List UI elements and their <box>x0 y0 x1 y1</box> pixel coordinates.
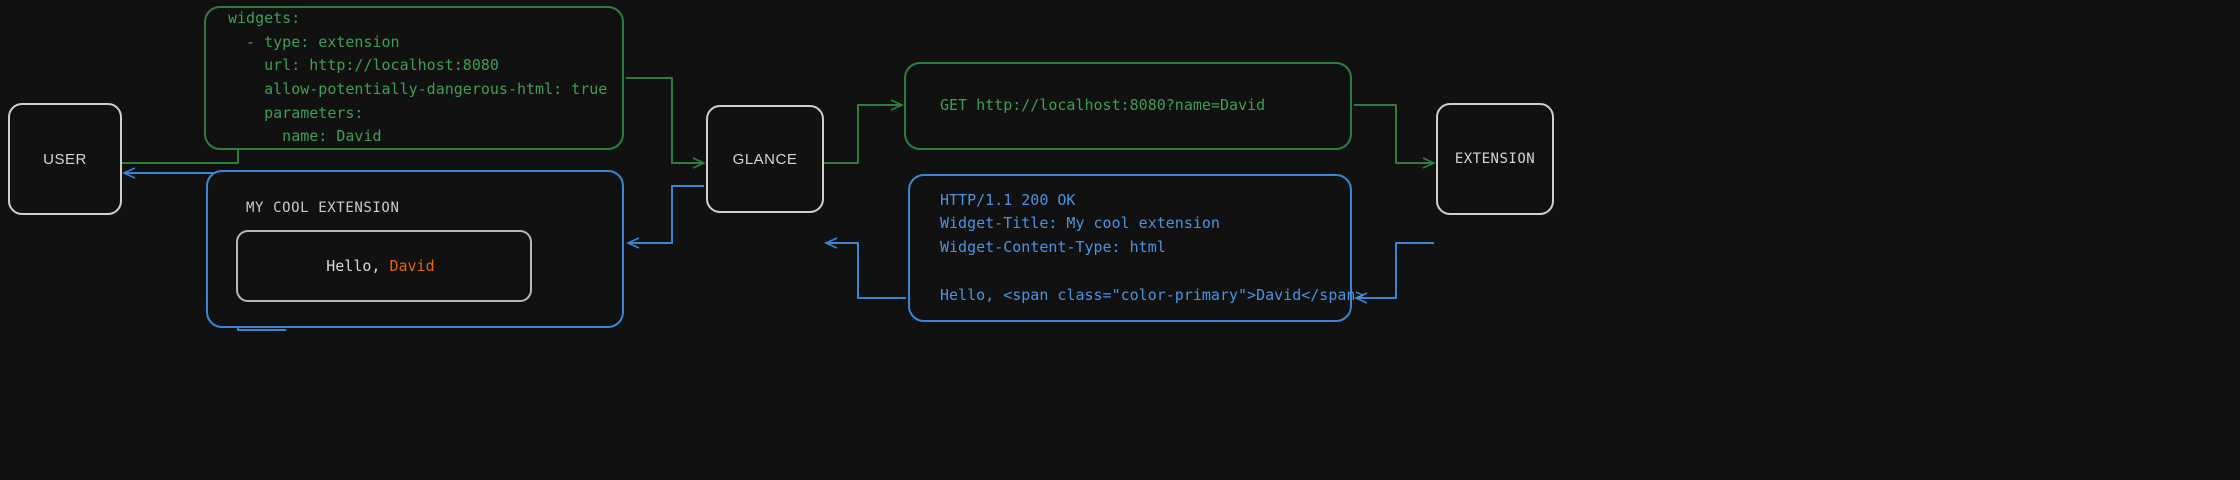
http-request-text: GET http://localhost:8080?name=David <box>940 96 1266 115</box>
rendered-widget-title: MY COOL EXTENSION <box>246 200 400 216</box>
config-yaml-text: widgets: - type: extension url: http://l… <box>228 8 608 146</box>
http-response-text: HTTP/1.1 200 OK Widget-Title: My cool ex… <box>940 190 1365 304</box>
bubble-config[interactable]: widgets: - type: extension url: http://l… <box>204 6 624 150</box>
rendered-widget-frame: Hello, David <box>236 230 532 302</box>
edge-extension-to-http-response <box>1354 242 1434 304</box>
node-user[interactable]: USER <box>8 103 122 215</box>
edge-http-request-to-extension <box>1354 104 1436 169</box>
node-glance-label: GLANCE <box>732 150 798 168</box>
bubble-http-request[interactable]: GET http://localhost:8080?name=David <box>904 62 1352 150</box>
bubble-http-response[interactable]: HTTP/1.1 200 OK Widget-Title: My cool ex… <box>908 174 1365 322</box>
node-user-label: USER <box>43 150 87 168</box>
node-extension-label: EXTENSION <box>1454 151 1536 167</box>
rendered-widget-greeting: Hello, <box>326 257 390 275</box>
edge-glance-to-rendered-widget <box>626 185 704 249</box>
edge-config-to-glance <box>626 77 706 169</box>
rendered-widget-body: Hello, David <box>254 239 435 293</box>
rendered-widget-accent-name: David <box>389 257 435 275</box>
bubble-rendered-widget[interactable]: MY COOL EXTENSION Hello, David <box>206 170 624 328</box>
edge-http-response-to-glance <box>824 237 906 299</box>
edge-glance-to-http-request <box>824 99 904 164</box>
node-glance[interactable]: GLANCE <box>706 105 824 213</box>
node-extension[interactable]: EXTENSION <box>1436 103 1554 215</box>
